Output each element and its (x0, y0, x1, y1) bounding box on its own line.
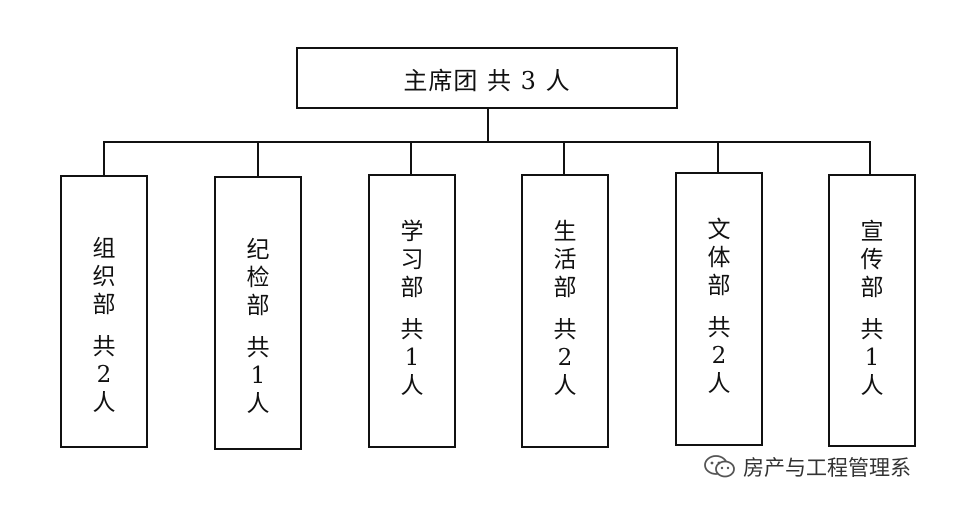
department-box-discipline: 纪 检 部 共 1 人 (214, 176, 302, 450)
root-connector (487, 109, 489, 142)
department-box-organization: 组 织 部 共 2 人 (60, 175, 148, 448)
department-box-study: 学 习 部 共 1 人 (368, 174, 456, 448)
member-count: 共 2 人 (707, 315, 731, 397)
department-name: 宣 传 部 (860, 219, 884, 301)
branch-connector-6 (869, 141, 871, 175)
member-count: 共 1 人 (400, 317, 424, 399)
wechat-icon (704, 455, 735, 478)
member-count: 共 2 人 (553, 317, 577, 399)
department-name: 组 织 部 (92, 236, 116, 318)
watermark-text: 房产与工程管理系 (743, 456, 911, 480)
wechat-watermark: 房产与工程管理系 (703, 452, 911, 482)
department-name: 纪 检 部 (246, 237, 270, 319)
department-box-culture-sports: 文 体 部 共 2 人 (675, 172, 763, 446)
horizontal-connector (104, 141, 871, 143)
department-box-publicity: 宣 传 部 共 1 人 (828, 174, 916, 447)
branch-connector-5 (717, 141, 719, 173)
presidium-box: 主席团 共 3 人 (296, 47, 678, 109)
member-count: 共 1 人 (860, 317, 884, 399)
branch-connector-4 (563, 141, 565, 175)
department-name: 生 活 部 (553, 219, 577, 301)
branch-connector-1 (103, 141, 105, 176)
member-count: 共 2 人 (92, 334, 116, 416)
department-box-life: 生 活 部 共 2 人 (521, 174, 609, 448)
branch-connector-2 (257, 141, 259, 177)
member-count: 共 1 人 (246, 335, 270, 417)
presidium-label: 主席团 共 3 人 (403, 66, 571, 95)
branch-connector-3 (410, 141, 412, 175)
department-name: 文 体 部 (707, 217, 731, 299)
department-name: 学 习 部 (400, 219, 424, 301)
